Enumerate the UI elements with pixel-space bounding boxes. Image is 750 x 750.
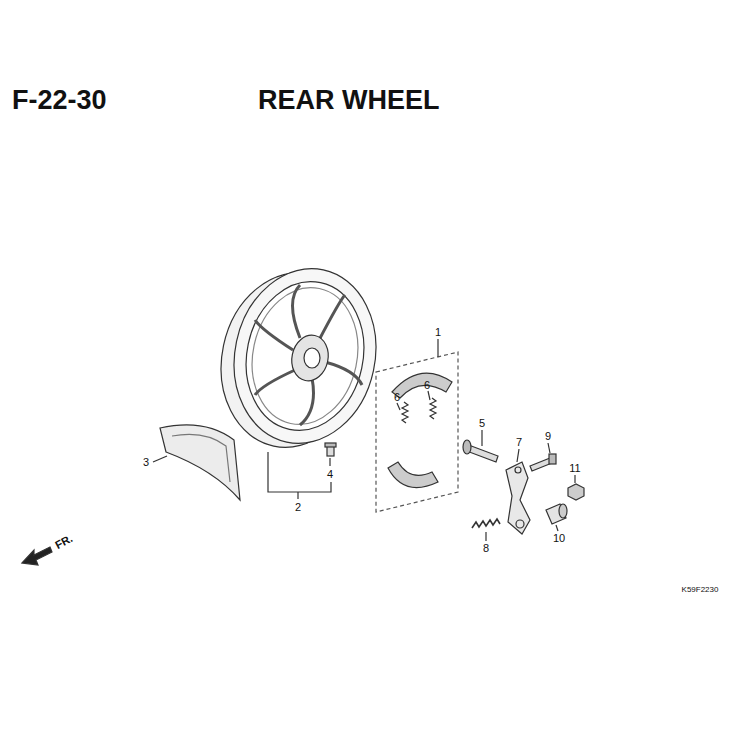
callout-number: 2 — [295, 502, 301, 513]
callout-number: 3 — [143, 457, 149, 468]
drawing-code: K59F2230 — [682, 586, 719, 594]
callout-number: 1 — [435, 327, 441, 338]
page-title: REAR WHEEL — [258, 87, 440, 114]
callout-number: 6 — [394, 392, 400, 403]
callout-number: 7 — [516, 437, 522, 448]
callout-number: 8 — [483, 543, 489, 554]
callout-number: 6 — [424, 380, 430, 391]
callout-number: 10 — [553, 533, 565, 544]
callout-number: 11 — [569, 463, 580, 474]
figure-code: F-22-30 — [12, 87, 107, 114]
callout-number: 5 — [479, 418, 485, 429]
front-direction: FR. — [54, 533, 75, 551]
callout-number: 4 — [327, 469, 333, 480]
callout-number: 9 — [545, 431, 551, 442]
